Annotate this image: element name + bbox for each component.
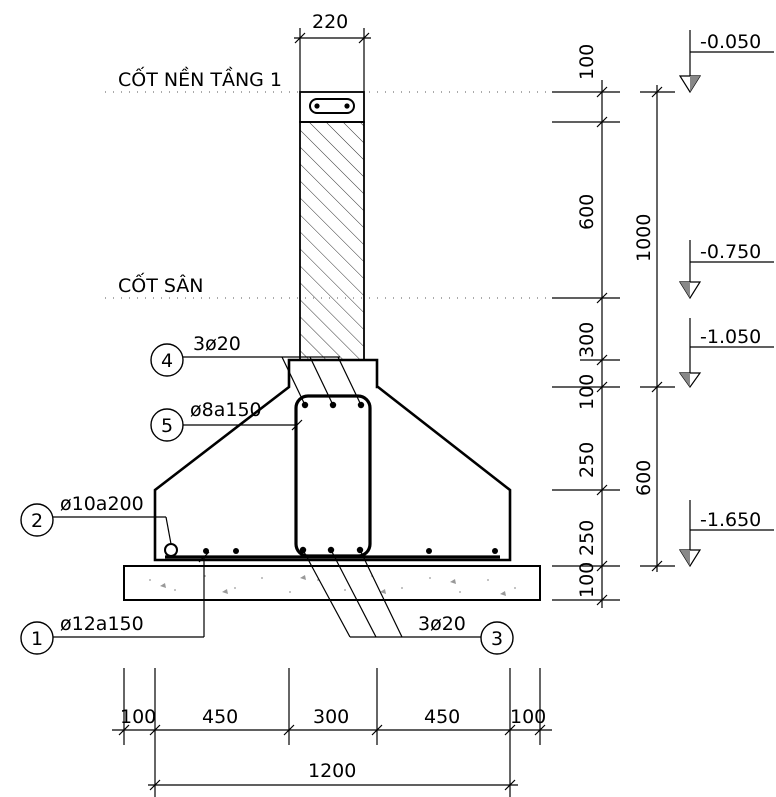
callout-1-circle xyxy=(20,621,54,655)
cap-stirrup xyxy=(309,98,355,114)
callout-2-circle xyxy=(20,503,54,537)
brick-wall-hatch xyxy=(299,121,365,361)
dim-bottom-100-right: 100 xyxy=(510,706,546,728)
dim-total-600: 600 xyxy=(633,460,655,496)
dim-right-100-bottom: 100 xyxy=(576,562,598,598)
rebar-2-end xyxy=(164,543,178,557)
callout-4-spec: 3ø20 xyxy=(193,333,241,355)
elevation-2-text: -0.750 xyxy=(700,241,761,263)
dim-right-600: 600 xyxy=(576,194,598,230)
elevation-3-text: -1.050 xyxy=(700,326,761,348)
right-vertical-dimension-chain xyxy=(552,80,620,608)
footing-outline xyxy=(153,358,512,562)
callout-4-number: 4 xyxy=(161,350,173,372)
dim-bottom-450-right: 450 xyxy=(424,706,460,728)
elevation-marker-2 xyxy=(678,240,774,300)
elevation-1-text: -0.050 xyxy=(700,31,761,53)
callout-4-circle xyxy=(150,343,184,377)
dim-total-1000: 1000 xyxy=(633,214,655,262)
elevation-marker-1 xyxy=(678,30,774,94)
dim-right-100-mid: 100 xyxy=(576,374,598,410)
dim-bottom-100-left: 100 xyxy=(120,706,156,728)
dim-right-250-lower: 250 xyxy=(576,520,598,556)
bottom-rebar-dots xyxy=(203,548,498,554)
bottom-horizontal-dimension-chain xyxy=(112,668,552,797)
elevation-marker-4 xyxy=(678,500,774,568)
total-vertical-dimension xyxy=(640,85,675,572)
dim-right-300: 300 xyxy=(576,322,598,358)
callout-3-number: 3 xyxy=(491,628,503,650)
dim-bottom-300: 300 xyxy=(313,706,349,728)
top-width-text: 220 xyxy=(312,11,348,33)
elevation-marker-3 xyxy=(678,318,774,389)
ground-floor-level-label: CỐT NỀN TẦNG 1 xyxy=(118,65,282,91)
yard-level-label: CỐT SÂN xyxy=(118,271,204,297)
lean-concrete-pad xyxy=(123,565,541,601)
dim-right-100-top: 100 xyxy=(576,44,598,80)
dim-right-250-upper: 250 xyxy=(576,442,598,478)
callout-3-spec: 3ø20 xyxy=(418,613,466,635)
beam-stirrup xyxy=(294,394,372,558)
callout-1-spec: ø12a150 xyxy=(60,613,144,635)
callout-1-number: 1 xyxy=(31,628,43,650)
dim-bottom-total: 1200 xyxy=(308,760,356,782)
concrete-aggregate-marks xyxy=(149,575,516,596)
callout-2-number: 2 xyxy=(31,510,43,532)
beam-main-bars xyxy=(299,401,365,554)
callout-3-circle xyxy=(480,621,514,655)
dim-bottom-450-left: 450 xyxy=(202,706,238,728)
callout-2-spec: ø10a200 xyxy=(60,493,144,515)
top-width-dimension xyxy=(294,28,371,92)
callout-5-number: 5 xyxy=(161,415,173,437)
elevation-4-text: -1.650 xyxy=(700,509,761,531)
callout-5-spec: ø8a150 xyxy=(190,399,262,421)
